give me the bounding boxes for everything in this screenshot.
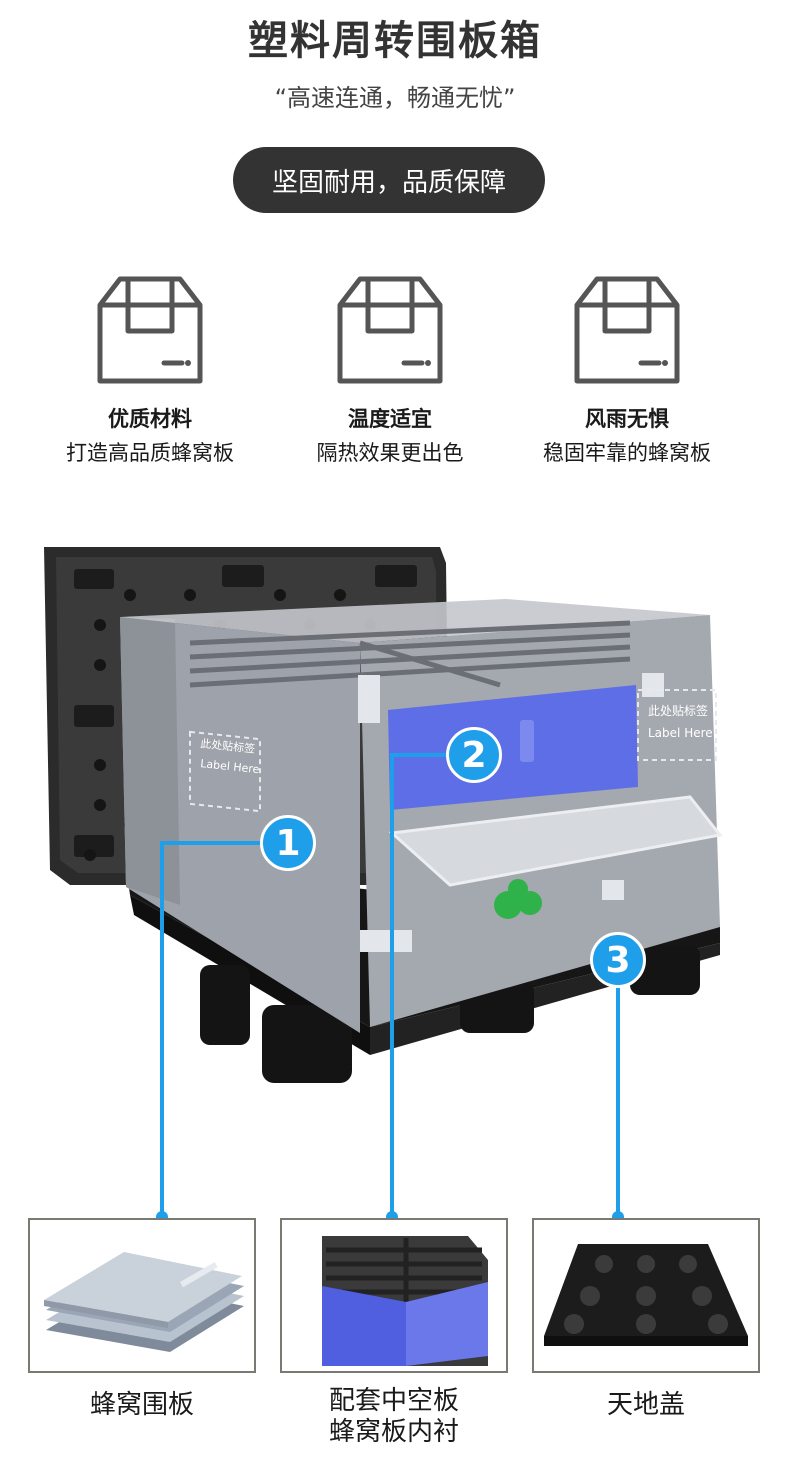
box-icon bbox=[97, 276, 203, 384]
feature-quality-material: 优质材料 打造高品质蜂窝板 bbox=[20, 275, 280, 467]
feature-desc: 稳固牢靠的蜂窝板 bbox=[543, 441, 711, 465]
callout-number: 2 bbox=[461, 734, 487, 776]
callout-badge-1: 1 bbox=[260, 815, 316, 871]
part-caption-honeycomb-panel: 蜂窝围板 bbox=[89, 1390, 194, 1420]
lid-image bbox=[544, 1244, 748, 1346]
feature-temperature: 温度适宜 隔热效果更出色 bbox=[260, 275, 520, 467]
feature-title: 优质材料 bbox=[108, 407, 192, 431]
folded-panels-image bbox=[44, 1252, 244, 1352]
honeycomb-side-panel bbox=[120, 599, 710, 1033]
box-icon bbox=[574, 276, 680, 384]
callout-number: 3 bbox=[605, 939, 631, 981]
box-icon bbox=[337, 276, 443, 384]
part-caption-liner: 配套中空板 蜂窝板内衬 bbox=[328, 1386, 459, 1447]
liner-box-image bbox=[322, 1236, 488, 1366]
tagline-text: 坚固耐用，品质保障 bbox=[271, 167, 506, 198]
label-text-right-cn: 此处贴标签 bbox=[648, 703, 708, 718]
label-area-right bbox=[637, 689, 717, 761]
tagline-pill: 坚固耐用，品质保障 bbox=[233, 147, 545, 213]
callout-badge-3: 3 bbox=[590, 932, 646, 988]
label-text-left-cn: 此处贴标签 bbox=[200, 736, 256, 756]
part-thumb-liner bbox=[280, 1218, 508, 1373]
page-title: 塑料周转围板箱 bbox=[248, 18, 542, 64]
part-caption-lid: 天地盖 bbox=[606, 1390, 685, 1420]
feature-title: 风雨无惧 bbox=[585, 407, 669, 431]
part-thumb-honeycomb-panel bbox=[28, 1218, 256, 1373]
callout-badge-2: 2 bbox=[446, 727, 502, 783]
label-text-right-en: Label Here bbox=[648, 726, 713, 740]
feature-weatherproof: 风雨无惧 稳固牢靠的蜂窝板 bbox=[497, 275, 757, 467]
label-text-left-en: Label Here bbox=[200, 757, 261, 776]
feature-title: 温度适宜 bbox=[348, 407, 432, 431]
feature-desc: 隔热效果更出色 bbox=[316, 441, 464, 465]
callout-number: 1 bbox=[275, 822, 301, 864]
product-illustration: 此处贴标签 Label Here 此处贴标签 Label Here bbox=[44, 547, 723, 1083]
page-subtitle: “高速连通，畅通无忧” bbox=[274, 84, 516, 112]
part-thumb-lid bbox=[532, 1218, 760, 1373]
feature-desc: 打造高品质蜂窝板 bbox=[66, 441, 234, 465]
honeycomb-front-panel bbox=[189, 615, 723, 1027]
